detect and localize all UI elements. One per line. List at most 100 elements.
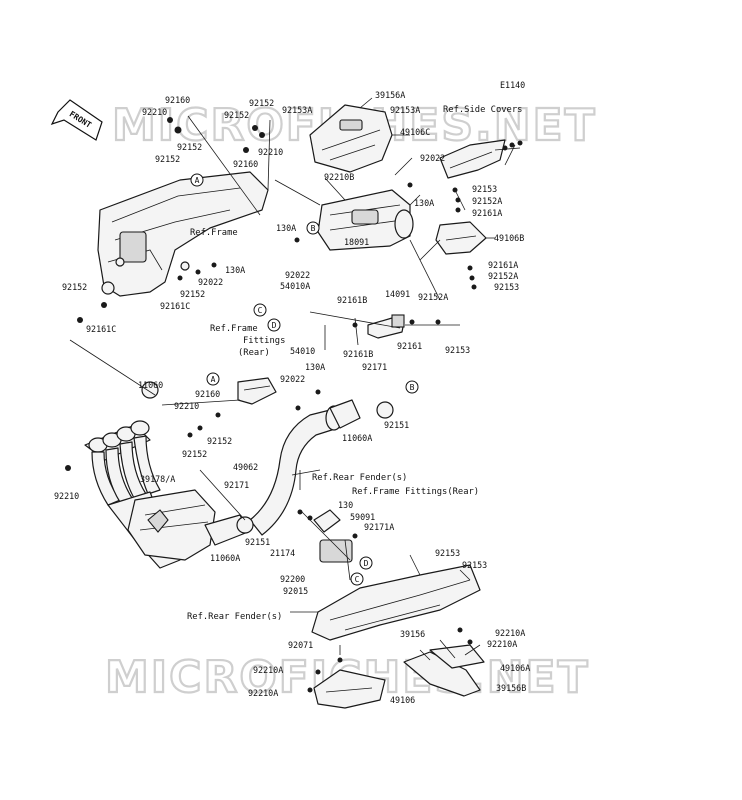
part-label: 92210A: [253, 665, 283, 675]
part-label: 11060A: [342, 433, 372, 443]
part-label: 92152: [207, 436, 232, 446]
part-label: 11060A: [210, 553, 240, 563]
svg-text:C: C: [355, 575, 360, 584]
part-label: 130A: [276, 223, 296, 233]
part-label: 92160: [195, 389, 220, 399]
ref-side-covers: Ref.Side Covers: [443, 105, 522, 115]
svg-text:D: D: [272, 321, 277, 330]
part-label: 39156B: [496, 683, 526, 693]
part-label: 92152: [155, 154, 180, 164]
part-label: 92151: [245, 537, 270, 547]
callout-a-top: A: [190, 173, 204, 187]
part-label: 92022: [198, 277, 223, 287]
part-label: 92171A: [364, 522, 394, 532]
ref-frame-fittings-2: Fittings: [243, 336, 285, 346]
part-label: 92153: [462, 560, 487, 570]
part-label: 92161A: [472, 208, 502, 218]
leader-lines: [69, 97, 521, 661]
part-label: 92153: [494, 282, 519, 292]
part-label: 59091: [350, 512, 375, 522]
part-label: 92200: [280, 574, 305, 584]
part-label: 92152: [177, 142, 202, 152]
part-label: 39178/A: [140, 474, 175, 484]
fasteners: [65, 117, 523, 693]
part-label: 49106A: [500, 663, 530, 673]
part-label: 92160: [165, 95, 190, 105]
callout-b-top: B: [306, 221, 320, 235]
ref-frame: Ref.Frame: [190, 228, 238, 238]
part-label: 130A: [225, 265, 245, 275]
lower-cover-49106: [313, 669, 386, 709]
part-label: 92210: [258, 147, 283, 157]
part-label: 92210: [174, 401, 199, 411]
part-label: 92152: [180, 289, 205, 299]
part-label: 92152A: [488, 271, 518, 281]
part-label: 92151: [384, 420, 409, 430]
part-label: 92152: [249, 98, 274, 108]
part-label: 92022: [420, 153, 445, 163]
part-label: 130A: [305, 362, 325, 372]
ref-frame-fittings-1: Ref.Frame: [210, 324, 258, 334]
part-label: 92210: [54, 491, 79, 501]
watermark-bottom: MICROFICHES.NET: [105, 652, 590, 703]
part-label: 54010A: [280, 281, 310, 291]
part-label: 92071: [288, 640, 313, 650]
part-label: 21174: [270, 548, 295, 558]
part-label: 92022: [280, 374, 305, 384]
front-arrow-icon: FRONT: [50, 99, 103, 141]
part-label: 92210B: [324, 172, 354, 182]
part-label: 92153: [435, 548, 460, 558]
callout-c-low: C: [350, 572, 364, 586]
part-label: 14091: [385, 289, 410, 299]
part-label: 92210A: [248, 688, 278, 698]
muffler-body: [317, 189, 414, 251]
part-label: 49106: [390, 695, 415, 705]
part-label: 92152A: [418, 292, 448, 302]
bracket: [367, 314, 405, 339]
part-label: 92022: [285, 270, 310, 280]
callout-d-low: D: [359, 556, 373, 570]
part-label: 92152: [224, 110, 249, 120]
svg-text:B: B: [311, 224, 316, 233]
part-label: 92161C: [160, 301, 190, 311]
part-label: 92152: [182, 449, 207, 459]
part-label: 92210A: [495, 628, 525, 638]
part-label: 92161A: [488, 260, 518, 270]
part-label: 92171: [362, 362, 387, 372]
pre-chamber: [127, 489, 249, 561]
diagram-code: E1140: [500, 80, 525, 90]
svg-text:B: B: [410, 383, 415, 392]
part-label: 49106B: [494, 233, 524, 243]
part-label: 39156: [400, 629, 425, 639]
part-label: 92210A: [487, 639, 517, 649]
ref-frame-fittings-3: (Rear): [238, 348, 270, 358]
ref-frame-fittings-rear: Ref.Frame Fittings(Rear): [352, 487, 479, 497]
ref-rear-fender-top: Ref.Rear Fender(s): [312, 473, 407, 483]
part-label: 92160: [233, 159, 258, 169]
part-label: 130A: [414, 198, 434, 208]
part-label: 92161: [397, 341, 422, 351]
part-label: 92171: [224, 480, 249, 490]
ref-rear-fender-bottom: Ref.Rear Fender(s): [187, 612, 282, 622]
fitting-bracket: [237, 377, 277, 405]
svg-text:D: D: [364, 559, 369, 568]
rear-silencer: [311, 509, 481, 641]
part-label: 92152: [62, 282, 87, 292]
part-label: 39156A: [375, 90, 405, 100]
part-label: 92161C: [86, 324, 116, 334]
part-label: 49062: [233, 462, 258, 472]
part-label: 92161B: [337, 295, 367, 305]
part-label: 92153A: [282, 105, 312, 115]
part-label: 92015: [283, 586, 308, 596]
part-label: 92210: [142, 107, 167, 117]
lower-cover-49106A: [403, 644, 485, 697]
callout-c-top: C: [253, 303, 267, 317]
part-label: 92152A: [472, 196, 502, 206]
connecting-pipe: [236, 399, 394, 536]
part-label: 92153: [445, 345, 470, 355]
part-label: 92161B: [343, 349, 373, 359]
callout-d-top: D: [267, 318, 281, 332]
part-label: 49106C: [400, 127, 430, 137]
part-label: 130: [338, 500, 353, 510]
